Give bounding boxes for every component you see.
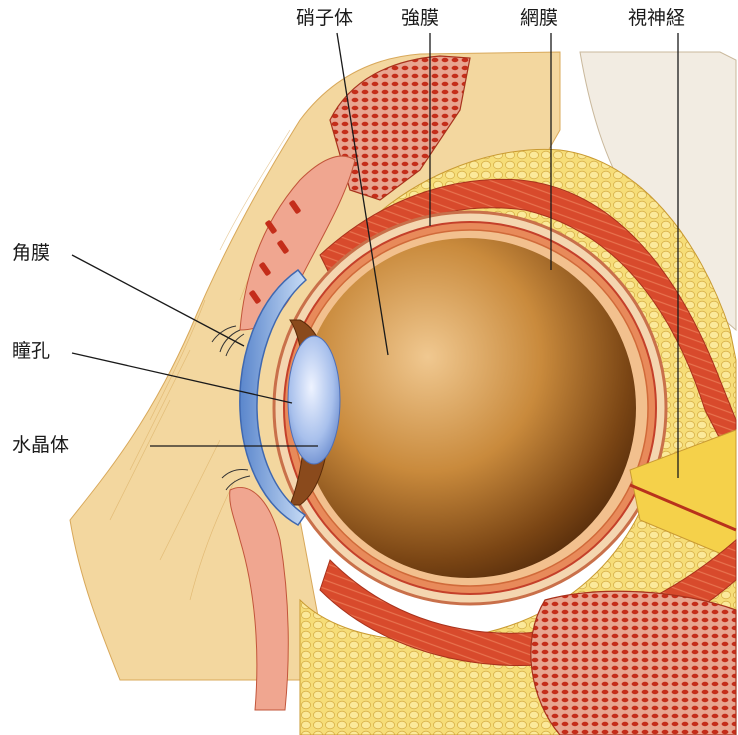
lower-orbital-bone — [531, 591, 736, 735]
label-retina: 網膜 — [520, 9, 558, 28]
label-lens: 水晶体 — [12, 436, 69, 455]
vitreous-body — [300, 238, 636, 578]
label-pupil: 瞳孔 — [12, 342, 50, 361]
label-optic-nerve: 視神経 — [628, 9, 685, 28]
crystalline-lens — [288, 336, 340, 464]
label-vitreous: 硝子体 — [296, 9, 353, 28]
label-cornea: 角膜 — [12, 244, 50, 263]
label-sclera: 強膜 — [401, 9, 439, 28]
